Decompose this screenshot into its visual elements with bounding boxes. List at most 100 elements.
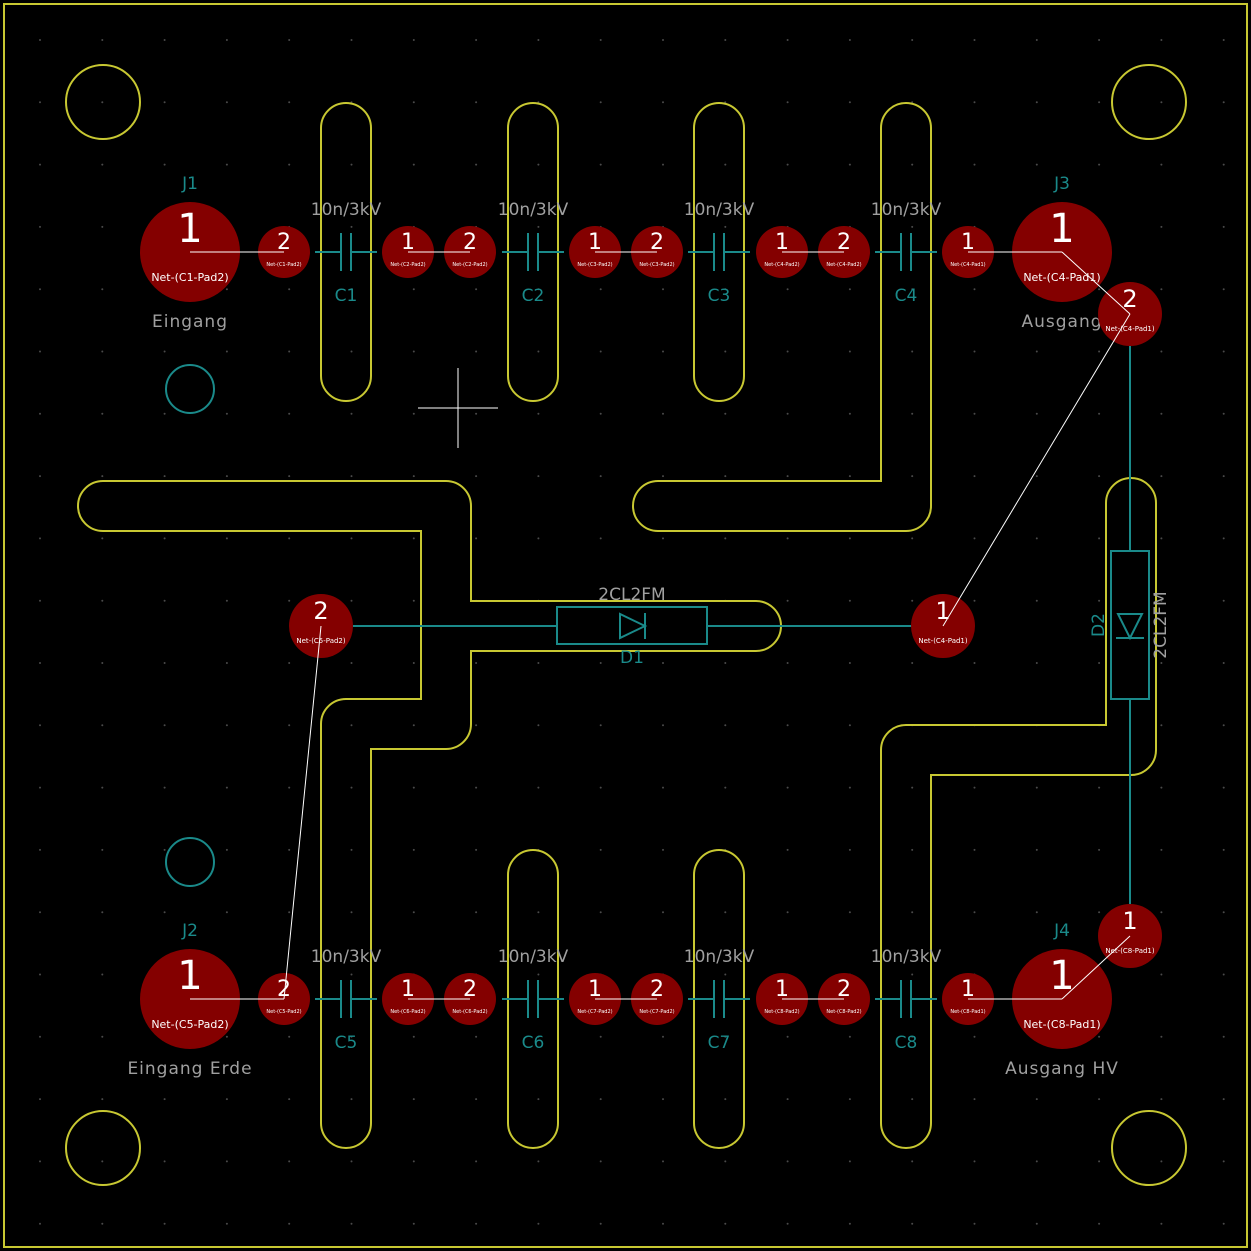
- grid-dot: [163, 786, 166, 789]
- grid-dot: [475, 537, 478, 540]
- grid-dot: [1098, 412, 1101, 415]
- capacitor-c2-symbol: [502, 233, 564, 271]
- pad-number: 1: [401, 977, 415, 1002]
- grid-dot: [350, 848, 353, 851]
- grid-dot: [288, 599, 291, 602]
- grid-dot: [475, 786, 478, 789]
- pad-net-label: Net-(C7-Pad2): [577, 1009, 612, 1015]
- grid-dot: [1098, 1098, 1101, 1101]
- grid-dot: [662, 911, 664, 914]
- grid-dot: [1098, 911, 1101, 914]
- grid-dot: [101, 163, 104, 166]
- grid-dot: [662, 39, 664, 41]
- grid-dot: [101, 101, 104, 104]
- isolation-slot-c5-d1: [77, 480, 782, 1150]
- pad-number: 2: [277, 230, 291, 255]
- grid-dot: [724, 163, 727, 166]
- capacitor-c3-symbol: [688, 233, 750, 271]
- grid-dot: [101, 537, 104, 540]
- grid-dot: [475, 288, 478, 291]
- grid-dot: [475, 39, 478, 41]
- grid-dot: [101, 973, 104, 976]
- grid-dot: [1160, 39, 1163, 41]
- pad-d2-2-net: Net-(C4-Pad1): [1105, 325, 1155, 333]
- pad-net-label: Net-(C4-Pad2): [826, 262, 861, 268]
- board-outline: [3, 3, 1248, 1248]
- grid-dot: [1160, 1098, 1163, 1101]
- value-c3: 10n/3kV: [684, 200, 755, 220]
- grid-dot: [537, 911, 540, 914]
- fab-text-layer: J1 J3 J2 J4 C1 C2 C3 C4 C5 C6 C7 C8 D1 D…: [181, 174, 1109, 1053]
- pad-number: 1: [961, 230, 975, 255]
- grid-dot: [599, 911, 602, 914]
- grid-dot: [662, 537, 664, 540]
- grid-dot: [537, 350, 540, 353]
- grid-dot: [350, 724, 353, 727]
- grid-dot: [1160, 101, 1163, 104]
- mounting-hole-bottom-right: [1111, 1110, 1187, 1186]
- grid-dot: [911, 973, 914, 976]
- grid-dot: [599, 412, 602, 415]
- grid-dot: [1222, 163, 1225, 166]
- ref-c8: C8: [895, 1033, 918, 1053]
- grid-dot: [350, 1035, 353, 1038]
- grid-dot: [848, 1222, 851, 1225]
- grid-dot: [1098, 163, 1101, 166]
- grid-dot: [39, 973, 41, 976]
- ratsnest-j3-d2: [1061, 251, 1131, 315]
- grid-dot: [39, 599, 41, 602]
- grid-dot: [848, 1160, 851, 1163]
- grid-dot: [973, 101, 976, 104]
- grid-dot: [662, 350, 664, 353]
- ref-c6: C6: [522, 1033, 545, 1053]
- pad-net-label: Net-(C3-Pad2): [577, 262, 612, 268]
- grid-dot: [39, 848, 41, 851]
- grid-dot: [786, 412, 789, 415]
- grid-dot: [911, 225, 914, 228]
- grid-dot: [973, 1160, 976, 1163]
- value-c6: 10n/3kV: [498, 947, 569, 967]
- grid-dot: [101, 39, 104, 41]
- pad-number: 2: [463, 230, 477, 255]
- pad-j4-net: Net-(C8-Pad1): [1023, 1018, 1100, 1031]
- ref-c4: C4: [895, 286, 918, 306]
- grid-dot: [225, 163, 228, 166]
- grid-dot: [412, 724, 415, 727]
- capacitor-c8-symbol: [875, 980, 937, 1018]
- grid-dot: [1222, 537, 1225, 540]
- grid-dot: [537, 724, 540, 727]
- grid-dot: [39, 225, 41, 228]
- grid-dot: [786, 1222, 789, 1225]
- grid-dot: [1035, 350, 1038, 353]
- grid-dot: [1222, 662, 1225, 664]
- grid-dot: [537, 786, 540, 789]
- grid-dot: [662, 412, 664, 415]
- pad-net-label: Net-(C4-Pad1): [950, 262, 985, 268]
- grid-dot: [475, 350, 478, 353]
- grid-dot: [786, 537, 789, 540]
- grid-dot: [163, 350, 166, 353]
- grid-dot: [786, 101, 789, 104]
- grid-dot: [786, 1160, 789, 1163]
- grid-dot: [475, 724, 478, 727]
- silkscreen-text-layer: Eingang Ausgang Eingang Erde Ausgang HV …: [127, 200, 1171, 1079]
- pad-d1-2-net: Net-(C5-Pad2): [296, 637, 346, 645]
- grid-dot: [1222, 786, 1225, 789]
- value-j4: Ausgang HV: [1005, 1059, 1119, 1079]
- grid-dot: [288, 724, 291, 727]
- grid-dot: [39, 724, 41, 727]
- grid-dot: [163, 724, 166, 727]
- grid-dot: [911, 1222, 914, 1225]
- ref-c5: C5: [335, 1033, 358, 1053]
- grid-dot: [786, 39, 789, 41]
- grid-dot: [1035, 537, 1038, 540]
- ref-j1: J1: [181, 174, 198, 194]
- value-c8: 10n/3kV: [871, 947, 942, 967]
- grid-dot: [537, 537, 540, 540]
- grid-dot: [537, 163, 540, 166]
- grid-dot: [911, 911, 914, 914]
- grid-dot: [163, 1160, 166, 1163]
- cursor-crosshair: [418, 368, 498, 448]
- grid-dot: [225, 848, 228, 851]
